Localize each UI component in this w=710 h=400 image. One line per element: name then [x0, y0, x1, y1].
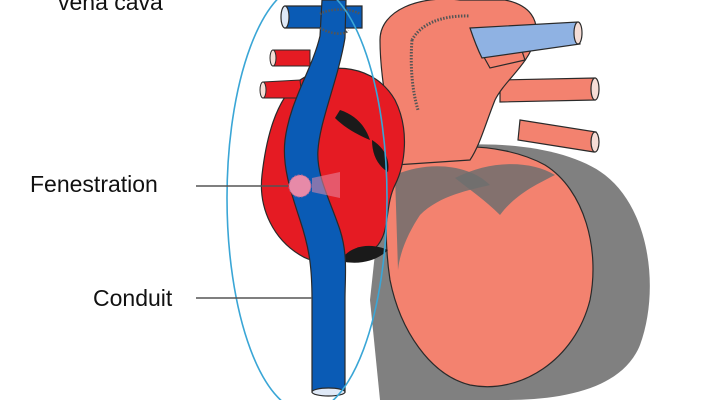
red-vessel-lower: [262, 79, 303, 99]
conduit-label: Conduit: [93, 285, 173, 311]
pulmonary-artery: [469, 21, 581, 59]
atrium-shadow-3: [345, 245, 388, 263]
ventricles: [385, 146, 594, 388]
suture-line: [409, 14, 471, 111]
atrium-shadow-1: [335, 110, 370, 140]
aortic-branch-low: [517, 119, 597, 153]
red-vessel-lower-opening: [259, 81, 267, 99]
outline-ellipse: [226, 0, 388, 400]
atrium-shadow-2: [372, 140, 389, 172]
red-vessel-upper-opening: [269, 49, 277, 67]
aortic-branch-low-opening: [590, 131, 600, 153]
vena-cava-label: vena cava: [58, 0, 163, 15]
red-vessel-upper: [272, 49, 311, 67]
aortic-branch-top: [499, 77, 596, 103]
suture-ring-top: [319, 8, 361, 16]
suture-ring-mid: [319, 26, 350, 35]
ventricle-shadow-1: [395, 166, 490, 270]
svc-branch-opening: [280, 5, 290, 29]
ventricle-shadow-2: [455, 164, 555, 215]
fenestration-label: Fenestration: [30, 171, 158, 197]
aortic-branch-top-opening: [590, 77, 600, 101]
fenestration-flow: [312, 172, 340, 198]
conduit-opening: [311, 387, 346, 397]
pulmonary-artery-opening: [573, 21, 583, 45]
fenestration-hole: [288, 174, 312, 198]
